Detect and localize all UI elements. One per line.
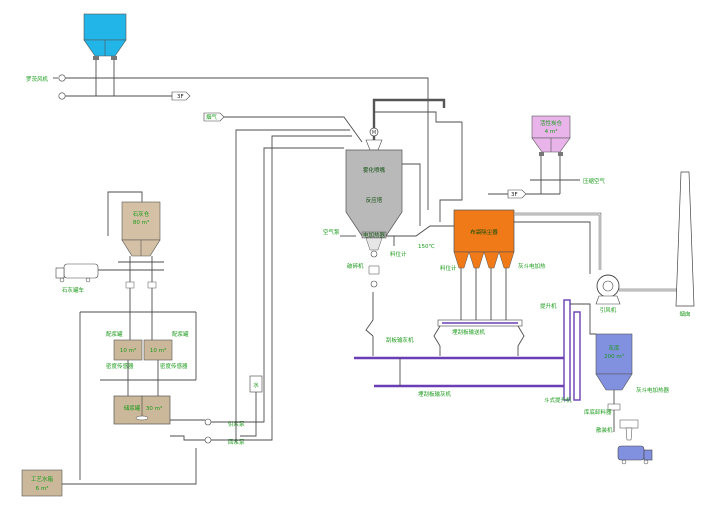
air-compressor-label: 空气泵 [323,228,340,236]
carbon-hopper-vol: 4 m³ [545,128,558,135]
ash-silo-heater-label: 灰斗电加热器 [636,386,670,394]
blower-label: 罗茨风机 [26,75,49,83]
cyan-silo [83,13,127,60]
scraper-conveyor-top: 埋刮板输送机 [437,319,523,336]
storage-tank: 储浆罐 30 m³ [113,395,171,425]
humidifier-label: 库底卸料器 [584,408,612,416]
density-left-label: 密度传感器 [106,362,134,370]
slurry-tank-right: 10 m³ 配浆罐 密度传感器 [143,330,189,370]
slurry-tank-left-label: 配浆罐 [106,330,123,338]
ash-silo: 灰库 200 m³ [595,333,633,391]
activated-carbon-hopper: 活性炭仓 4 m³ [531,115,571,156]
temp-label: 150℃ [418,243,435,250]
atomizer-label: 雾化喷嘴 [363,166,386,174]
storage-tank-label: 储浆罐 [124,404,141,412]
slurry-tank-right-label: 配浆罐 [172,330,189,338]
bucket-elevators: 提升机 斗式提升机 [540,299,581,404]
density-right-label: 密度传感器 [160,362,188,370]
ash-truck [617,445,653,465]
bag-filter-label: 布袋除尘器 [470,228,498,236]
induced-fan-label: 引风机 [600,306,617,314]
carbon-hopper-label: 活性炭仓 [540,119,563,127]
chimney-label: 烟囱 [679,310,690,318]
process-water-vol: 6 m³ [36,485,49,492]
tank-left-vol: 10 m³ [120,347,136,354]
bag-filter: 布袋除尘器 [453,209,515,269]
slurry-tank-left: 10 m³ 配浆罐 密度传感器 [106,330,143,370]
reactor-label: 反应塔 [366,196,383,204]
elevator-1-label: 提升机 [540,302,557,310]
ash-heater-label: 灰斗电加热 [518,262,546,270]
pump-a-label: 供浆泵 [228,420,245,428]
scraper-bot-label: 埋刮板输灰机 [418,390,452,398]
pump-b-label: 回浆泵 [228,438,245,446]
storage-tank-vol: 30 m³ [146,405,162,412]
reactor-heater-label: 电加热器 [363,231,386,239]
reactor-level-label: 料位计 [390,250,407,258]
scraper-top-label: 埋刮板输送机 [452,328,486,336]
vibrator-label: 破碎机 [347,262,364,270]
water-label: 水 [253,381,259,389]
pumps: 供浆泵 回浆泵 [204,418,245,446]
unloader: 库底卸料器 散装机 [584,403,639,441]
valve-3f-right-label: 3F [511,192,518,198]
lime-silo: 石灰仓 80 m³ [121,201,161,257]
lime-silo-label: 石灰仓 [133,210,150,218]
flue-gas-label: 烟气 [206,113,218,121]
valve-3f-label: 3F [177,94,184,100]
process-water-tank: 工艺水箱 6 m³ [21,469,63,497]
lime-truck-label: 石灰罐车 [62,286,85,294]
lime-truck: 石灰罐车 [55,263,99,294]
ash-silo-label: 灰库 [608,344,620,352]
process-water-label: 工艺水箱 [31,475,54,483]
elevator-2-label: 斗式提升机 [544,396,572,404]
svg-text:M: M [372,130,376,136]
compressed-air-label: 压缩空气 [583,177,606,185]
tank-right-vol: 10 m³ [150,347,166,354]
chimney: 烟囱 [675,171,695,318]
scraper-mid-label: 刮板输灰机 [386,336,414,344]
bag-level-label: 料位计 [440,264,457,272]
reactor-tower: M 雾化喷嘴 反应塔 电加热器 [345,127,403,288]
truck-unload-label: 散装机 [596,426,613,434]
induced-fan: 引风机 [595,274,621,314]
blower: 罗茨风机 [26,74,66,100]
ash-silo-vol: 200 m³ [604,353,624,360]
lime-silo-vol: 80 m³ [133,219,149,226]
